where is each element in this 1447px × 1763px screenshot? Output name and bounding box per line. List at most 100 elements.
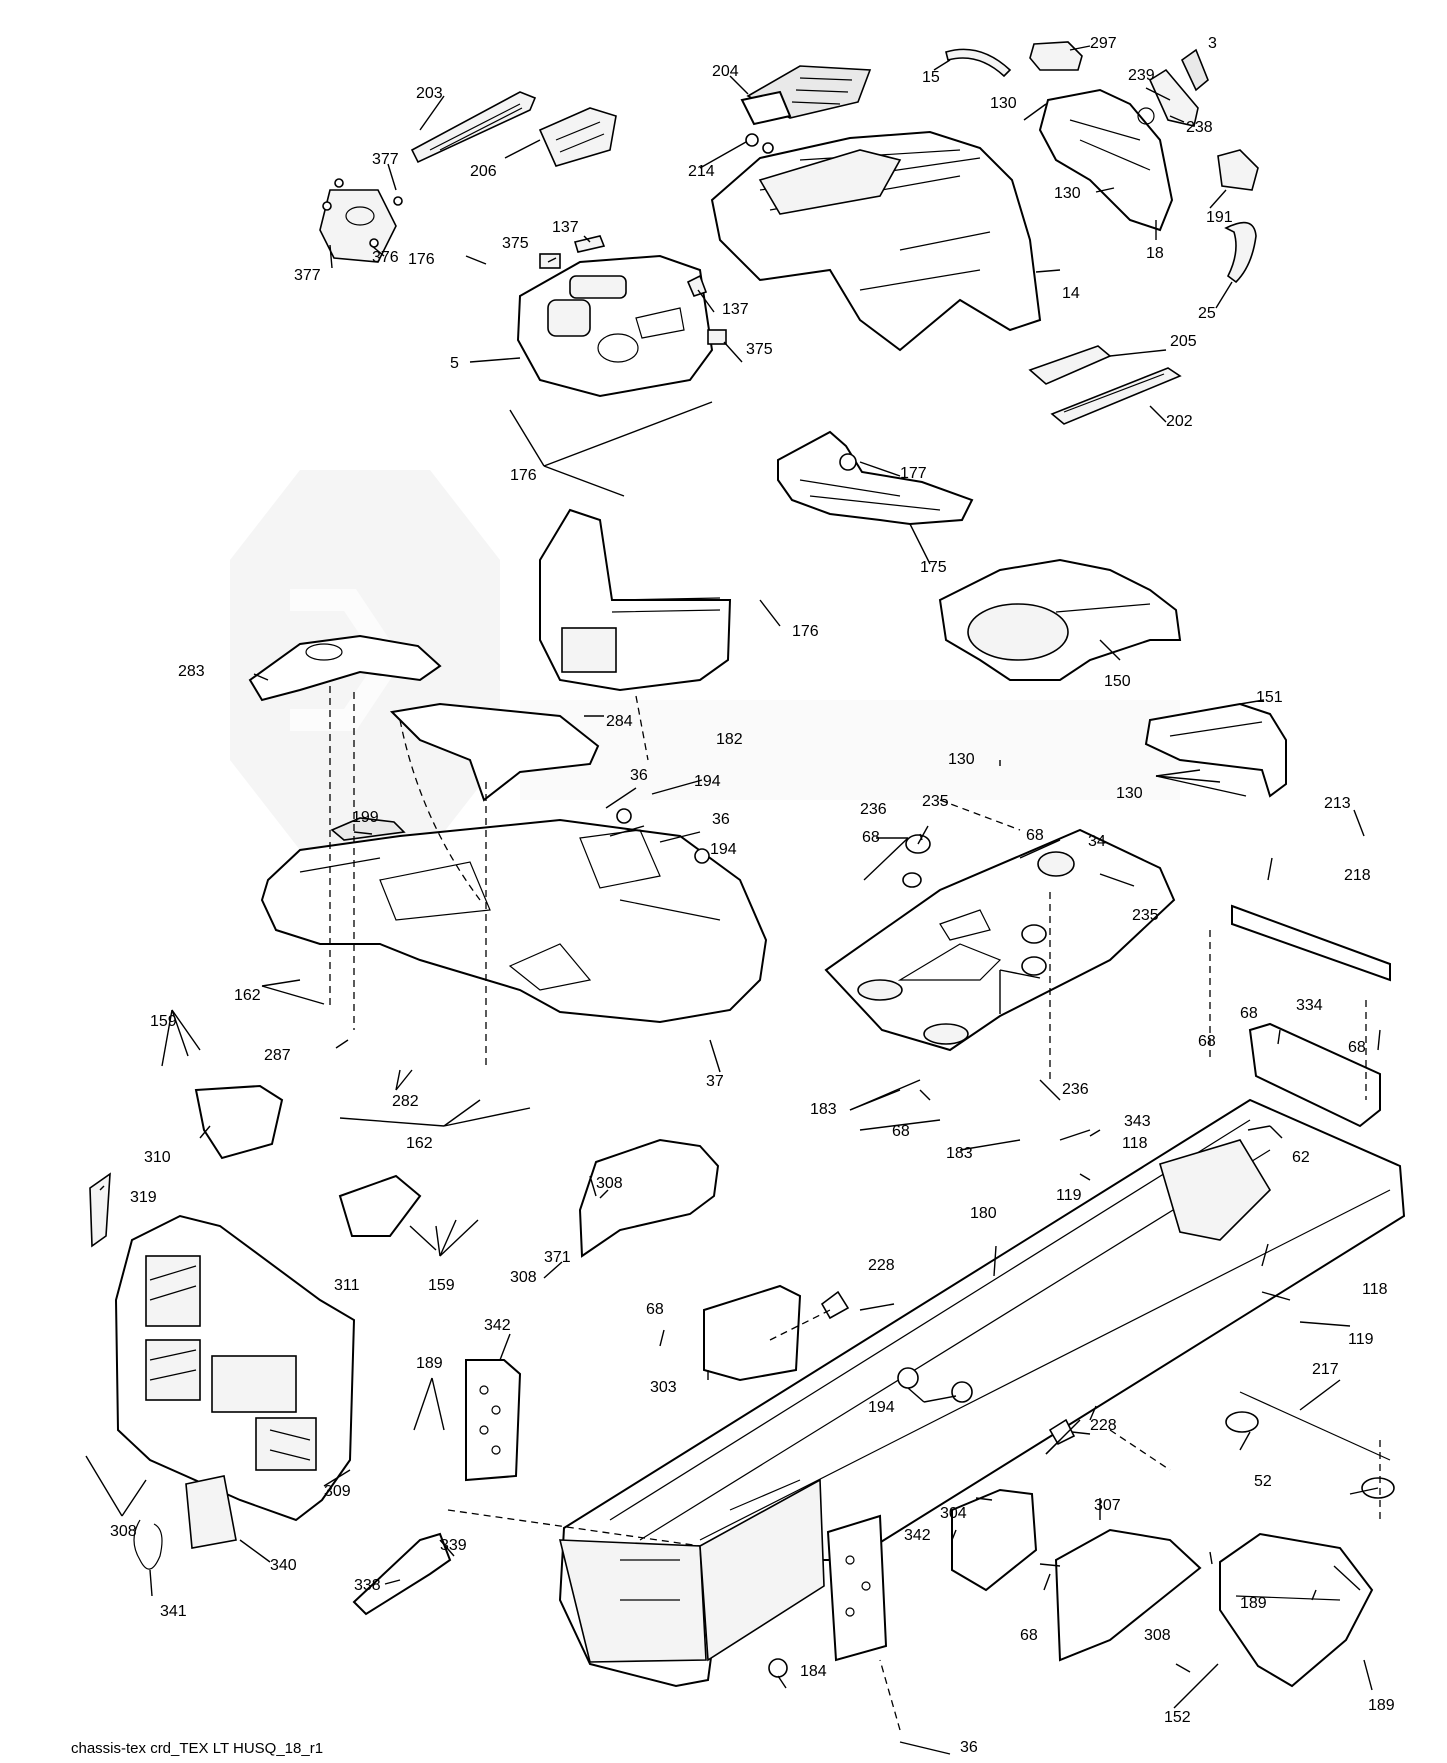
- part-18-side-cover: [1038, 88, 1174, 232]
- part-214-clip: [745, 133, 774, 154]
- label-162-top: 162: [234, 987, 261, 1004]
- label-176-top: 176: [408, 251, 435, 268]
- label-217: 217: [1312, 1361, 1339, 1378]
- part-319-bracket: [89, 1172, 111, 1248]
- part-206-cover: [538, 107, 617, 167]
- label-68-top: 68: [1026, 827, 1044, 844]
- label-68-left: 68: [862, 829, 880, 846]
- part-34-plate: [824, 828, 1176, 1052]
- part-205-vent: [1028, 345, 1112, 385]
- label-150: 150: [1104, 673, 1131, 690]
- label-228-top: 228: [868, 1257, 895, 1274]
- label-162-bottom: 162: [406, 1135, 433, 1152]
- label-137-right: 137: [722, 301, 749, 318]
- label-36-bottom: 36: [960, 1739, 978, 1756]
- label-303: 303: [650, 1379, 677, 1396]
- label-235-mid: 235: [1132, 907, 1159, 924]
- label-308-left: 308: [510, 1269, 537, 1286]
- label-36-mid: 36: [712, 811, 730, 828]
- label-182: 182: [716, 731, 743, 748]
- label-213: 213: [1324, 795, 1351, 812]
- label-342-right: 342: [904, 1527, 931, 1544]
- label-377-top: 377: [372, 151, 399, 168]
- label-239: 239: [1128, 67, 1155, 84]
- label-236-mid: 236: [1062, 1081, 1089, 1098]
- part-309-grille: [114, 1214, 356, 1522]
- label-130-right: 130: [1116, 785, 1143, 802]
- label-14: 14: [1062, 285, 1080, 302]
- label-137-top: 137: [552, 219, 579, 236]
- label-283: 283: [178, 663, 205, 680]
- callout-labels: 3 297 15 204 203 239 130 238 206 377 214…: [110, 35, 1395, 1756]
- label-343: 343: [1124, 1113, 1151, 1130]
- part-203-strip: [410, 91, 537, 164]
- label-62: 62: [1292, 1149, 1310, 1166]
- label-189-right-top: 189: [1240, 1595, 1267, 1612]
- part-342-plate-left: [465, 1359, 522, 1482]
- part-175-bracket: [777, 430, 974, 526]
- label-68-plate: 68: [1198, 1033, 1216, 1050]
- label-319: 319: [130, 1189, 157, 1206]
- part-228-pins: [820, 1290, 1076, 1446]
- label-176-right: 176: [792, 623, 819, 640]
- part-284-seat-cover: [389, 702, 600, 802]
- part-342-plate-right: [826, 1514, 888, 1662]
- label-334: 334: [1296, 997, 1323, 1014]
- label-308-bottom-left: 308: [110, 1523, 137, 1540]
- label-189-right-bottom: 189: [1368, 1697, 1395, 1714]
- label-284: 284: [606, 713, 633, 730]
- label-376: 376: [372, 249, 399, 266]
- label-308-top: 308: [596, 1175, 623, 1192]
- label-37: 37: [706, 1073, 724, 1090]
- label-36-top: 36: [630, 767, 648, 784]
- label-218: 218: [1344, 867, 1371, 884]
- label-175: 175: [920, 559, 947, 576]
- part-5-dash-panel: [516, 254, 714, 398]
- label-118-top: 118: [1122, 1135, 1148, 1152]
- part-204-vent: [740, 65, 872, 126]
- label-297: 297: [1090, 35, 1117, 52]
- part-202-strip: [1050, 367, 1182, 425]
- label-307: 307: [1094, 1497, 1121, 1514]
- label-5: 5: [450, 355, 459, 372]
- label-130-mid: 130: [1054, 185, 1081, 202]
- label-377-bottom: 377: [294, 267, 321, 284]
- label-287: 287: [264, 1047, 291, 1064]
- label-118-right: 118: [1362, 1281, 1388, 1298]
- part-283-cover: [248, 634, 442, 702]
- label-119-top: 119: [1056, 1187, 1082, 1204]
- part-184-bolt: [768, 1658, 788, 1678]
- part-150-shroud: [938, 558, 1182, 681]
- label-310: 310: [144, 1149, 171, 1166]
- part-37-fender: [260, 818, 768, 1024]
- diagram-caption: chassis-tex crd_TEX LT HUSQ_18_r1: [71, 1740, 324, 1757]
- part-194-nuts: [616, 808, 973, 1403]
- part-334-bracket: [1248, 1022, 1381, 1128]
- part-217-rod: [1225, 1391, 1395, 1499]
- label-68-right-mid: 68: [1240, 1005, 1258, 1022]
- label-235-top: 235: [922, 793, 949, 810]
- label-342-left: 342: [484, 1317, 511, 1334]
- part-371-shield: [578, 1138, 720, 1258]
- label-191: 191: [1206, 209, 1233, 226]
- part-218-bar: [1231, 904, 1391, 982]
- part-180-frame: [558, 1098, 1406, 1688]
- part-152-cover: [1219, 1532, 1374, 1688]
- assembly-lines: [329, 686, 1381, 1731]
- label-68-bottom: 68: [1020, 1627, 1038, 1644]
- label-68-center: 68: [646, 1301, 664, 1318]
- label-199: 199: [352, 809, 379, 826]
- label-203: 203: [416, 85, 443, 102]
- part-304-bracket: [951, 1488, 1038, 1592]
- label-238: 238: [1186, 119, 1213, 136]
- label-282: 282: [392, 1093, 419, 1110]
- part-311-bracket: [338, 1174, 422, 1237]
- part-199-plate: [330, 817, 406, 841]
- label-206: 206: [470, 163, 497, 180]
- label-183-left: 183: [810, 1101, 837, 1118]
- label-375-top: 375: [502, 235, 529, 252]
- label-371: 371: [544, 1249, 571, 1266]
- label-236-top: 236: [860, 801, 887, 818]
- label-340: 340: [270, 1557, 297, 1574]
